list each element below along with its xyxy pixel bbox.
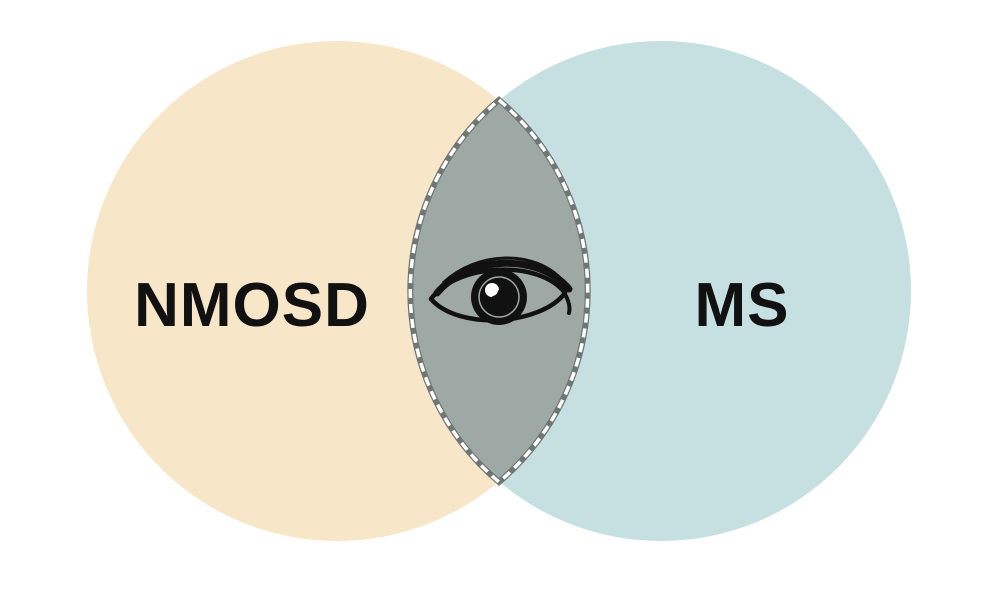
set-label-ms: MS: [695, 271, 790, 340]
set-label-nmosd: NMOSD: [134, 271, 370, 340]
overlap-region: [407, 41, 591, 541]
eye-icon: [428, 256, 573, 325]
